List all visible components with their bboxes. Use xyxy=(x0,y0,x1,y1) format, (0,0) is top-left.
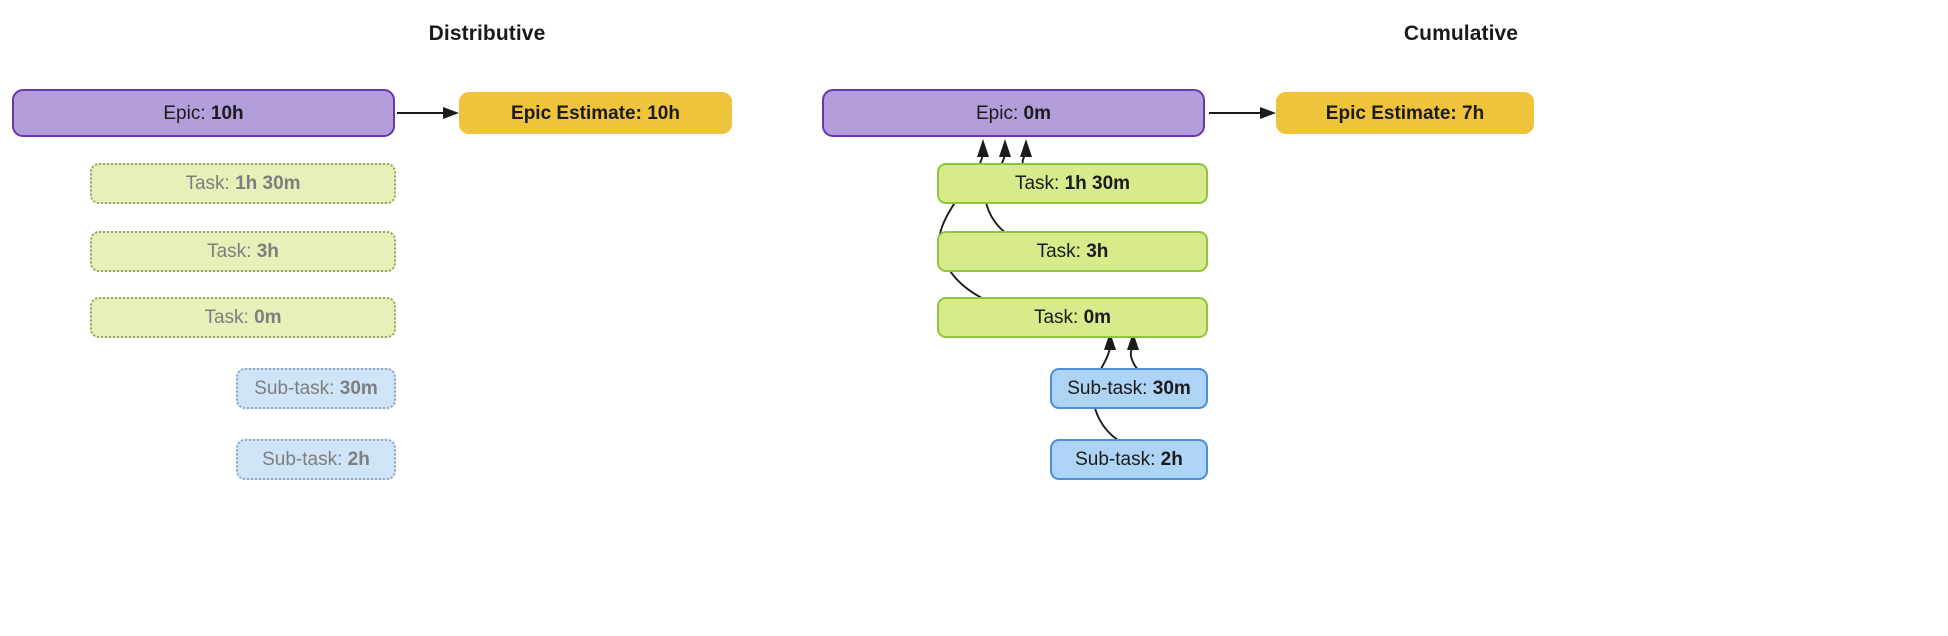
node-task-2[interactable]: Task: 3h xyxy=(90,231,396,272)
node-task-2-label: Task: xyxy=(1036,241,1081,262)
panel-title-distributive: Distributive xyxy=(428,22,546,45)
node-task-1-label: Task: xyxy=(1014,173,1060,194)
node-task-1[interactable]: Task: 1h 30m xyxy=(90,163,396,204)
node-task-3[interactable]: Task: 0m xyxy=(937,297,1208,338)
node-subtask-2-value: 2h xyxy=(1160,449,1183,470)
node-subtask-2-label: Sub-task: xyxy=(262,449,343,470)
node-epic-estimate[interactable]: Epic Estimate: 7h xyxy=(1276,92,1534,134)
node-subtask-2-label: Sub-task: xyxy=(1075,449,1156,470)
node-epic[interactable]: Epic: 10h xyxy=(12,89,395,137)
node-task-2-label: Task: xyxy=(207,241,252,262)
node-epic-label: Epic: xyxy=(976,102,1019,124)
node-task-2[interactable]: Task: 3h xyxy=(937,231,1208,272)
node-task-2-value: 3h xyxy=(256,241,279,262)
node-epic-estimate-value: 7h xyxy=(1462,102,1485,124)
node-subtask-2-value: 2h xyxy=(347,449,370,470)
node-task-3[interactable]: Task: 0m xyxy=(90,297,396,338)
arrowhead-task2-to-epic xyxy=(999,139,1011,157)
node-epic-label: Epic: xyxy=(163,102,206,124)
node-task-2-value: 3h xyxy=(1086,241,1109,262)
node-subtask-1[interactable]: Sub-task: 30m xyxy=(236,368,396,409)
node-subtask-2[interactable]: Sub-task: 2h xyxy=(1050,439,1208,480)
node-subtask-1-label: Sub-task: xyxy=(254,378,335,399)
node-task-3-value: 0m xyxy=(1083,307,1112,328)
node-epic-estimate-label: Epic Estimate: xyxy=(511,102,642,124)
panel-cumulative: Cumulative Epic: 0 xyxy=(822,0,1948,636)
node-task-1-value: 1h 30m xyxy=(235,173,301,194)
arrowhead-epic-to-estimate xyxy=(443,107,459,119)
node-subtask-1-value: 30m xyxy=(1152,378,1191,399)
node-epic-value: 10h xyxy=(210,102,244,124)
node-task-1-value: 1h 30m xyxy=(1064,173,1131,194)
node-task-3-label: Task: xyxy=(1033,307,1079,328)
panel-distributive: Distributive Epic: 10h Epic Estimate: 10… xyxy=(12,22,732,480)
node-epic-estimate-value: 10h xyxy=(647,102,680,124)
node-subtask-1-label: Sub-task: xyxy=(1067,378,1148,399)
panel-title-cumulative: Cumulative xyxy=(1403,22,1519,45)
node-task-3-label: Task: xyxy=(204,307,249,328)
arrowhead-task3-to-epic xyxy=(977,139,989,157)
arrowhead-task1-to-epic xyxy=(1020,139,1032,157)
arrowhead-epic-to-estimate xyxy=(1260,107,1276,119)
node-epic-value: 0m xyxy=(1023,102,1051,124)
node-epic-estimate-label: Epic Estimate: xyxy=(1325,102,1457,124)
node-subtask-1[interactable]: Sub-task: 30m xyxy=(1050,368,1208,409)
node-epic-estimate[interactable]: Epic Estimate: 10h xyxy=(459,92,732,134)
node-task-1[interactable]: Task: 1h 30m xyxy=(937,163,1208,204)
node-subtask-1-value: 30m xyxy=(339,378,378,399)
node-subtask-2[interactable]: Sub-task: 2h xyxy=(236,439,396,480)
node-task-3-value: 0m xyxy=(254,307,282,328)
node-task-1-label: Task: xyxy=(185,173,230,194)
node-epic[interactable]: Epic: 0m xyxy=(822,89,1205,137)
